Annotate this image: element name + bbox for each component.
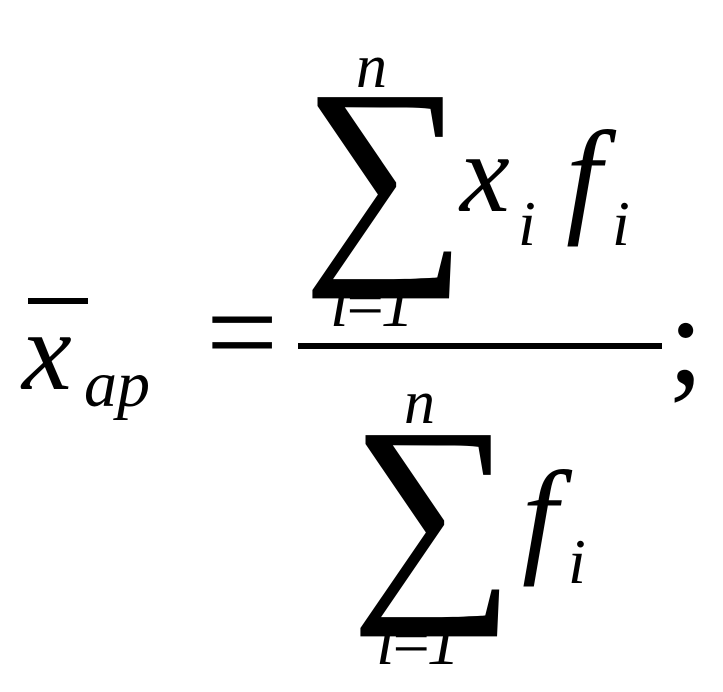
mean-variable: x [22, 290, 72, 414]
denominator-f-subscript: i [568, 526, 586, 597]
denominator-upper-limit: n [404, 369, 435, 437]
semicolon: ; [668, 269, 704, 411]
numerator-upper-limit: n [356, 33, 387, 101]
numerator-f-subscript: i [612, 188, 630, 259]
mean-subscript: ap [84, 348, 150, 421]
denominator-lower-limit: i=1 [376, 606, 460, 679]
overline-bar [28, 298, 88, 304]
numerator-f-variable: f [566, 105, 602, 247]
denominator-f-variable: f [522, 445, 558, 587]
fraction-bar [298, 343, 662, 349]
numerator-sigma-symbol: ∑ [302, 43, 468, 300]
denominator-sigma-symbol: ∑ [350, 381, 516, 638]
equals-sign: = [206, 261, 279, 403]
numerator-lower-limit: i=1 [330, 268, 414, 341]
numerator-x-subscript: i [518, 188, 536, 259]
numerator-x-variable: x [460, 112, 510, 236]
